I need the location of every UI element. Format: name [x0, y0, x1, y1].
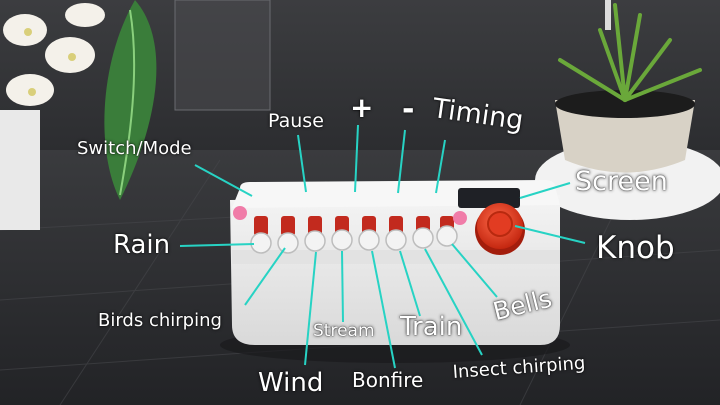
label-rain: Rain	[113, 230, 171, 260]
callout-lines	[179, 124, 586, 369]
label-birds-chirping: Birds chirping	[98, 310, 222, 331]
label-screen: Screen	[575, 166, 668, 197]
label-knob: Knob	[596, 230, 675, 266]
label-stream: Stream	[313, 321, 375, 341]
label-pause: Pause	[268, 110, 324, 132]
label-minus: -	[402, 92, 415, 127]
label-wind: Wind	[258, 368, 324, 398]
label-switch-mode: Switch/Mode	[77, 138, 192, 159]
label-plus: +	[350, 91, 374, 124]
label-bonfire: Bonfire	[352, 368, 424, 392]
sound-machine-device	[230, 180, 560, 345]
label-train: Train	[400, 312, 463, 342]
